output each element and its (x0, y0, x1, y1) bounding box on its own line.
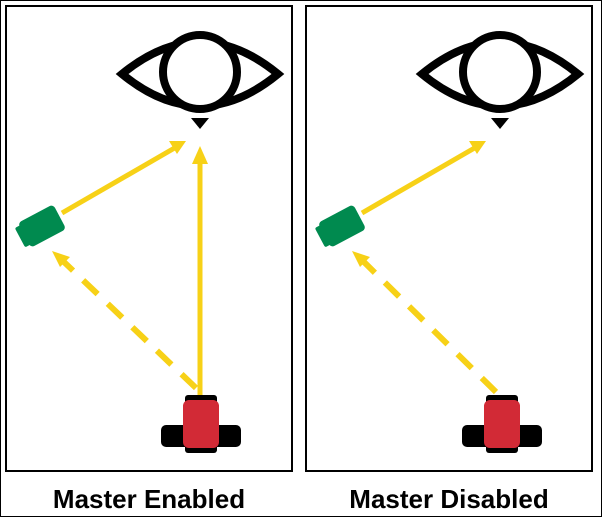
remote-flash-icon (15, 205, 65, 247)
arrow-master-to-camera-head (192, 146, 208, 164)
eye-pupil (159, 31, 241, 113)
arrow-flash-to-camera (60, 143, 180, 216)
arrow-master-to-flash-head (352, 251, 370, 267)
master-flash-body (183, 400, 219, 448)
camera-eye-icon (115, 31, 285, 129)
arrow-master-to-flash-head (52, 251, 70, 267)
master-flash-body (484, 400, 520, 448)
eye-pointer (491, 118, 509, 129)
arrow-flash-to-camera-head (469, 141, 486, 154)
remote-flash-body (19, 205, 65, 247)
arrow-flash-to-camera-head (169, 141, 186, 154)
remote-flash-head (15, 224, 32, 247)
camera-eye-icon (415, 31, 585, 129)
panel-master-disabled (305, 5, 593, 472)
eye-pointer (191, 118, 209, 129)
caption-master-disabled: Master Disabled (349, 484, 549, 514)
arrow-master-to-flash (361, 259, 499, 395)
remote-flash-head (315, 224, 332, 247)
remote-flash-icon (315, 205, 365, 247)
arrow-master-to-flash (61, 259, 199, 391)
remote-flash-body (319, 205, 365, 247)
caption-master-enabled: Master Enabled (52, 484, 246, 514)
master-flash-icon (462, 395, 542, 453)
eye-pupil (459, 31, 541, 113)
panel-master-enabled (5, 5, 293, 472)
arrow-flash-to-camera (360, 143, 480, 216)
master-flash-icon (161, 395, 241, 453)
